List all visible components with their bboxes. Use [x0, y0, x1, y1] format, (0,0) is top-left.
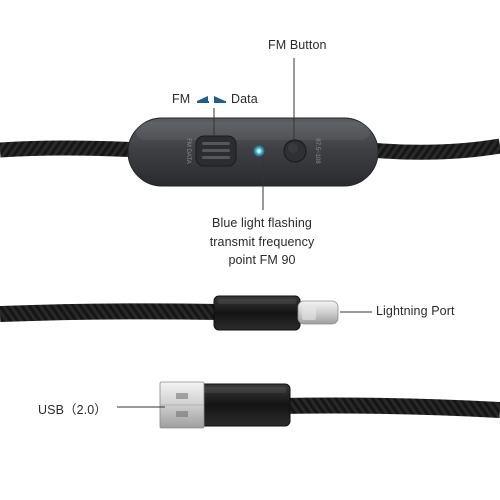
- control-module-body: [127, 117, 379, 187]
- lightning-port-label: Lightning Port: [376, 304, 455, 318]
- top-cable-left: [0, 140, 141, 158]
- switch-ridges: [202, 142, 230, 159]
- data-arrow-icon: [214, 96, 226, 103]
- switch-engraving: FM DATA: [185, 138, 191, 163]
- button-engraving: 87.5~108: [314, 138, 320, 164]
- usb-group: [159, 381, 500, 429]
- fm-arrow-icon: [197, 96, 209, 103]
- top-cable-right: [369, 138, 500, 160]
- control-module-group: FM DATA 87.5~108: [0, 117, 500, 187]
- blue-light-line-1: Blue light flashing: [212, 216, 312, 230]
- fm-button[interactable]: [283, 139, 307, 163]
- fm-button-label: FM Button: [268, 38, 327, 52]
- bottom-cable: [279, 397, 500, 418]
- data-label: Data: [231, 92, 258, 106]
- blue-light-line-3: point FM 90: [228, 253, 296, 267]
- fm-label: FM: [172, 92, 191, 106]
- middle-cable: [0, 303, 221, 322]
- blue-light-line-2: transmit frequency: [209, 235, 315, 249]
- lightning-group: [0, 295, 339, 331]
- usb-label: USB（2.0）: [38, 403, 107, 417]
